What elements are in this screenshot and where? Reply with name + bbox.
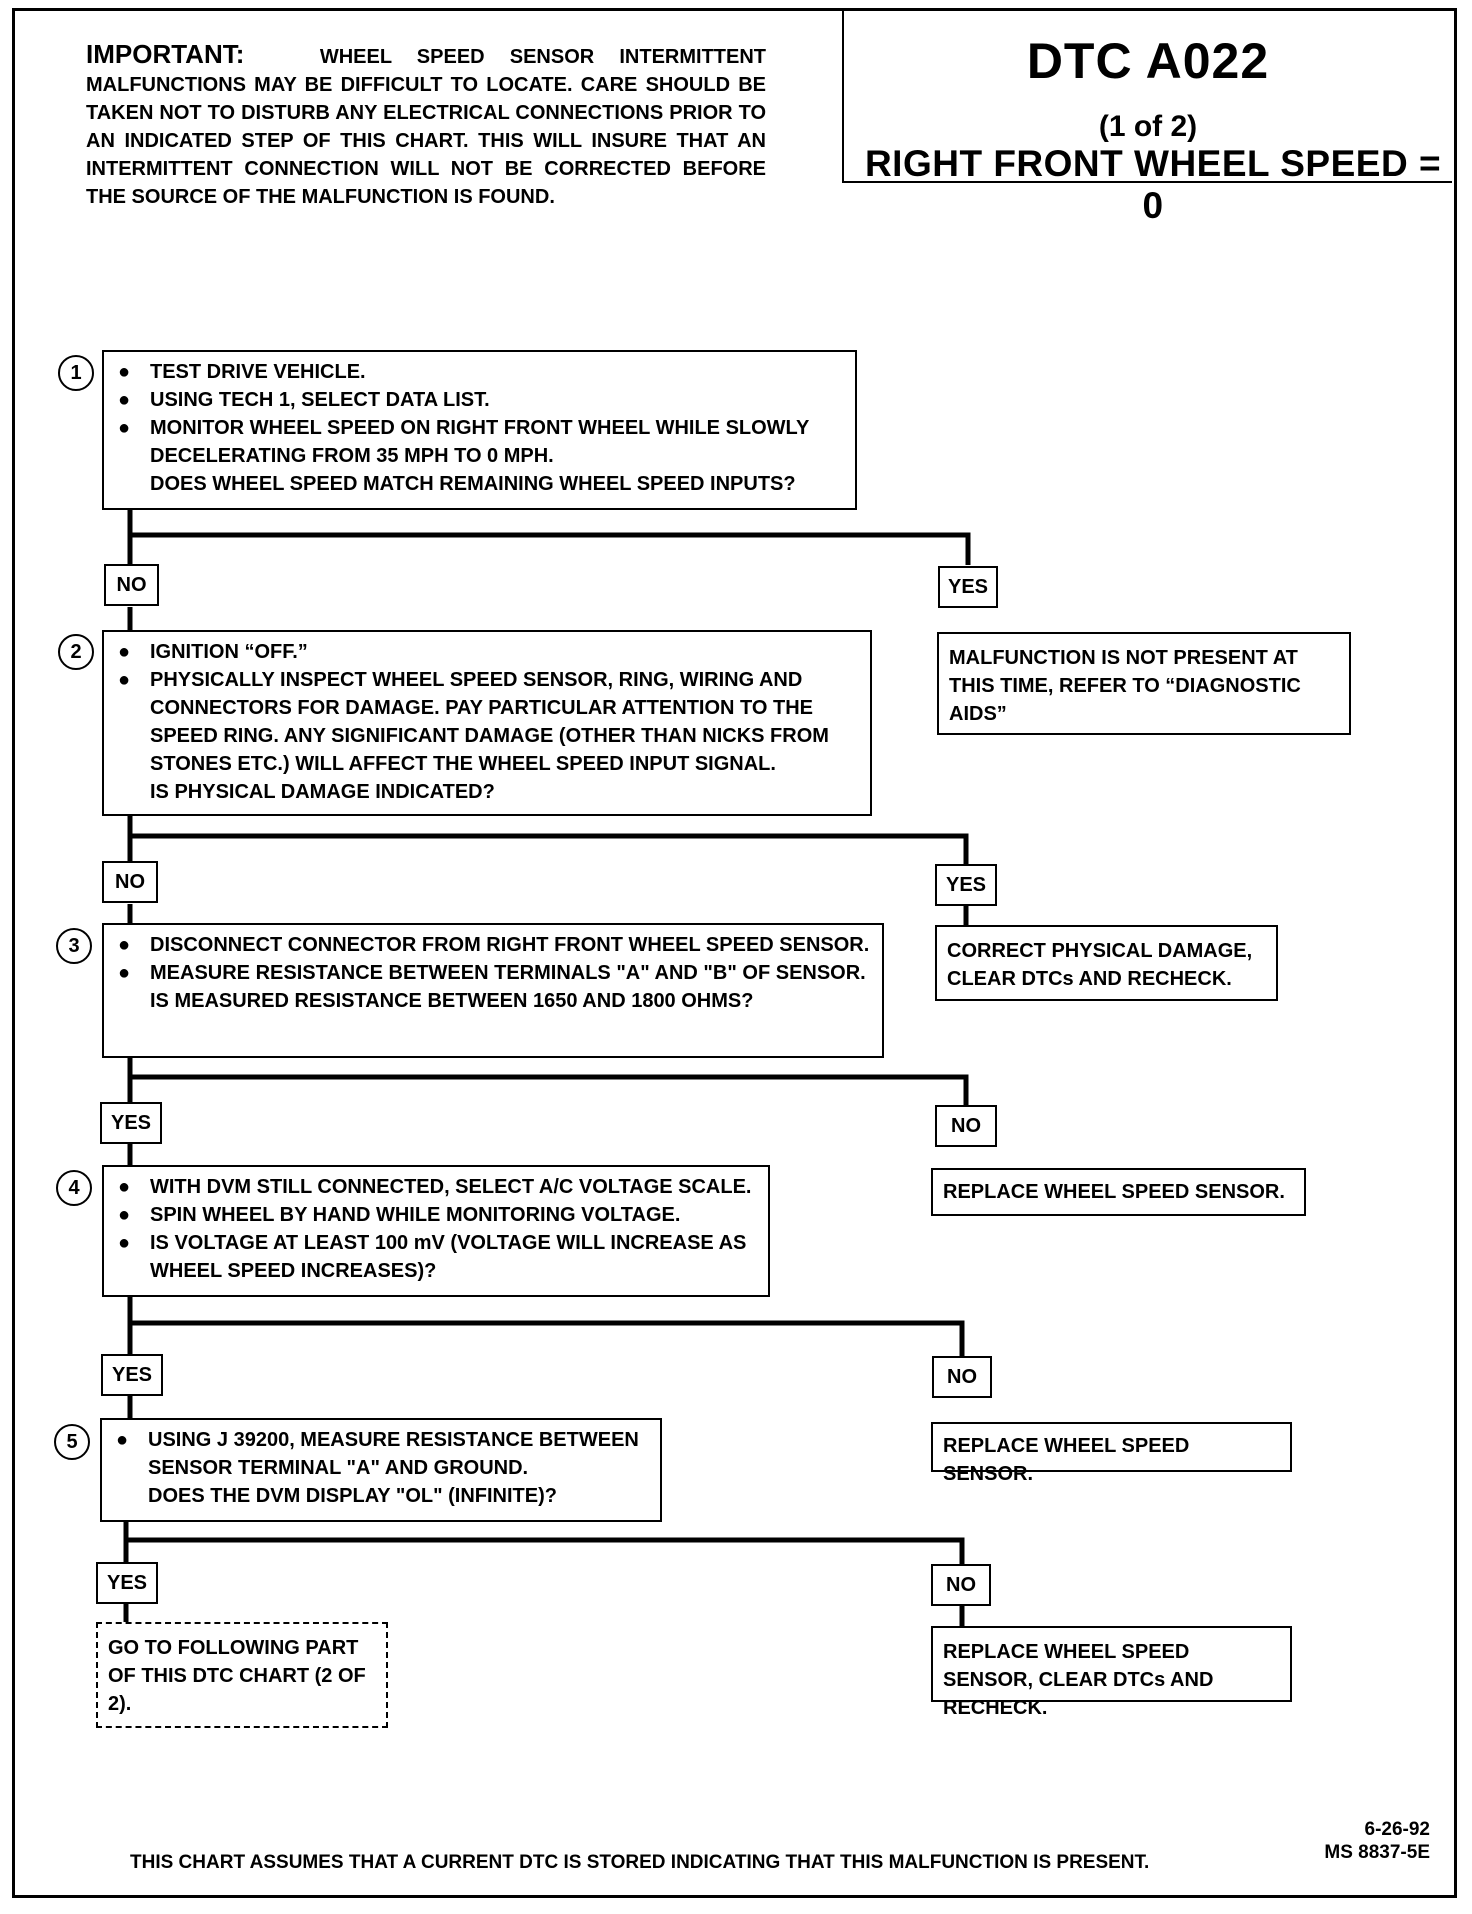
- page-frame: [12, 8, 1457, 1898]
- revision-info: 6-26-92 MS 8837-5E: [1324, 1818, 1430, 1864]
- title-box: DTC A022 (1 of 2) RIGHT FRONT WHEEL SPEE…: [842, 10, 1452, 226]
- step-number-1: 1: [58, 355, 94, 391]
- bullet-icon: ●: [118, 962, 131, 984]
- step-number-2: 2: [58, 634, 94, 670]
- step-4-box: ●WITH DVM STILL CONNECTED, SELECT A/C VO…: [102, 1165, 770, 1297]
- connector-5-no: [126, 1537, 965, 1564]
- result-not-present: MALFUNCTION IS NOT PRESENT AT THIS TIME,…: [937, 632, 1351, 735]
- bullet-icon: ●: [116, 1429, 129, 1451]
- step-2-bullet-1: ●IGNITION “OFF.”: [114, 638, 860, 666]
- result-replace-sensor-clear: REPLACE WHEEL SPEED SENSOR, CLEAR DTCs A…: [931, 1626, 1292, 1719]
- step-5-bullet-1: ●USING J 39200, MEASURE RESISTANCE BETWE…: [112, 1426, 650, 1482]
- step-1-bullet-3: ●MONITOR WHEEL SPEED ON RIGHT FRONT WHEE…: [114, 414, 845, 470]
- step-1-box: ●TEST DRIVE VEHICLE. ●USING TECH 1, SELE…: [102, 350, 857, 510]
- revision-date: 6-26-92: [1364, 1819, 1431, 1840]
- result-correct-damage: CORRECT PHYSICAL DAMAGE, CLEAR DTCs AND …: [935, 925, 1278, 1001]
- step-3-bullet-2: ●MEASURE RESISTANCE BETWEEN TERMINALS "A…: [114, 959, 872, 987]
- step-2-bullet-2: ●PHYSICALLY INSPECT WHEEL SPEED SENSOR, …: [114, 666, 860, 778]
- step-number-4: 4: [56, 1170, 92, 1206]
- bullet-icon: ●: [118, 669, 131, 691]
- step-4-bullet-2: ●SPIN WHEEL BY HAND WHILE MONITORING VOL…: [114, 1201, 758, 1229]
- result-go-to-part-2[interactable]: GO TO FOLLOWING PART OF THIS DTC CHART (…: [96, 1622, 388, 1728]
- bullet-icon: ●: [118, 1232, 131, 1254]
- step-4-no-label: NO: [932, 1356, 992, 1398]
- bullet-icon: ●: [118, 417, 131, 439]
- step-4-bullet-1: ●WITH DVM STILL CONNECTED, SELECT A/C VO…: [114, 1173, 758, 1201]
- step-number-3: 3: [56, 928, 92, 964]
- dtc-part: (1 of 2): [1098, 110, 1198, 143]
- bullet-icon: ●: [118, 934, 131, 956]
- step-4-bullet-3: ●IS VOLTAGE AT LEAST 100 mV (VOLTAGE WIL…: [114, 1229, 758, 1285]
- step-5-no-label: NO: [931, 1564, 991, 1606]
- step-1-bullet-1: ●TEST DRIVE VEHICLE.: [114, 358, 845, 386]
- step-1-yes-label: YES: [938, 566, 998, 608]
- step-3-question: IS MEASURED RESISTANCE BETWEEN 1650 AND …: [150, 990, 754, 1012]
- connector-4-no: [130, 1320, 965, 1356]
- step-2-no-label: NO: [102, 861, 158, 903]
- bullet-icon: ●: [118, 641, 131, 663]
- dtc-name: RIGHT FRONT WHEEL SPEED = 0: [864, 143, 1442, 226]
- chart-assumption-note: THIS CHART ASSUMES THAT A CURRENT DTC IS…: [130, 1852, 1150, 1873]
- step-3-bullet-1: ●DISCONNECT CONNECTOR FROM RIGHT FRONT W…: [114, 931, 872, 959]
- bullet-icon: ●: [118, 389, 131, 411]
- important-note: IMPORTANT: WHEEL SPEED SENSOR INTERMITTE…: [86, 40, 766, 211]
- connector-2-yes: [130, 833, 969, 864]
- result-replace-sensor-3: REPLACE WHEEL SPEED SENSOR.: [931, 1168, 1306, 1216]
- result-replace-sensor-4: REPLACE WHEEL SPEED SENSOR.: [931, 1422, 1292, 1485]
- bullet-icon: ●: [118, 1204, 131, 1226]
- important-text: WHEEL SPEED SENSOR INTERMITTENT MALFUNCT…: [86, 46, 766, 208]
- step-5-yes-label: YES: [96, 1562, 158, 1604]
- connector-1-yes: [130, 532, 971, 565]
- step-2-question: IS PHYSICAL DAMAGE INDICATED?: [150, 781, 495, 803]
- step-1-question: DOES WHEEL SPEED MATCH REMAINING WHEEL S…: [150, 473, 796, 495]
- document-reference: MS 8837-5E: [1324, 1842, 1430, 1863]
- step-4-yes-label: YES: [101, 1354, 163, 1396]
- step-number-5: 5: [54, 1424, 90, 1460]
- step-1-bullet-2: ●USING TECH 1, SELECT DATA LIST.: [114, 386, 845, 414]
- important-heading: IMPORTANT:: [86, 39, 245, 69]
- bullet-icon: ●: [118, 1176, 131, 1198]
- step-1-no-label: NO: [104, 564, 159, 606]
- connector-3-no: [130, 1074, 969, 1105]
- step-5-box: ●USING J 39200, MEASURE RESISTANCE BETWE…: [100, 1418, 662, 1522]
- dtc-code: DTC A022: [1026, 33, 1270, 89]
- step-3-no-label: NO: [935, 1105, 997, 1147]
- step-2-yes-label: YES: [935, 864, 997, 906]
- bullet-icon: ●: [118, 361, 131, 383]
- step-3-yes-label: YES: [100, 1102, 162, 1144]
- step-3-box: ●DISCONNECT CONNECTOR FROM RIGHT FRONT W…: [102, 923, 884, 1058]
- step-5-question: DOES THE DVM DISPLAY "OL" (INFINITE)?: [148, 1485, 557, 1507]
- step-2-box: ●IGNITION “OFF.” ●PHYSICALLY INSPECT WHE…: [102, 630, 872, 816]
